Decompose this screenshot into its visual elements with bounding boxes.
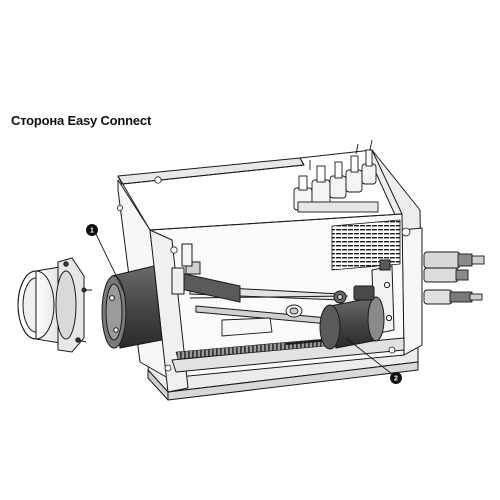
cylinder-connector bbox=[101, 265, 163, 349]
callout-1: 1 bbox=[86, 224, 98, 236]
callout-2-label: 2 bbox=[394, 376, 398, 383]
linear-actuator bbox=[171, 243, 241, 303]
top-rail bbox=[117, 157, 305, 185]
leader-1 bbox=[95, 233, 125, 293]
drive-motor bbox=[319, 285, 385, 350]
callout-2: 2 bbox=[390, 372, 402, 384]
inlet-fittings bbox=[423, 251, 485, 305]
callout-leaders bbox=[95, 233, 393, 375]
valve-cluster bbox=[293, 139, 379, 213]
callout-1-label: 1 bbox=[90, 228, 94, 235]
leader-2 bbox=[345, 337, 393, 375]
top-frame bbox=[117, 149, 403, 231]
mount-bolts bbox=[117, 176, 411, 372]
center-plate bbox=[221, 304, 303, 337]
adapter-flange bbox=[17, 257, 92, 353]
page-title: Сторона Easy Connect bbox=[11, 113, 152, 128]
vent-grille bbox=[331, 219, 401, 271]
